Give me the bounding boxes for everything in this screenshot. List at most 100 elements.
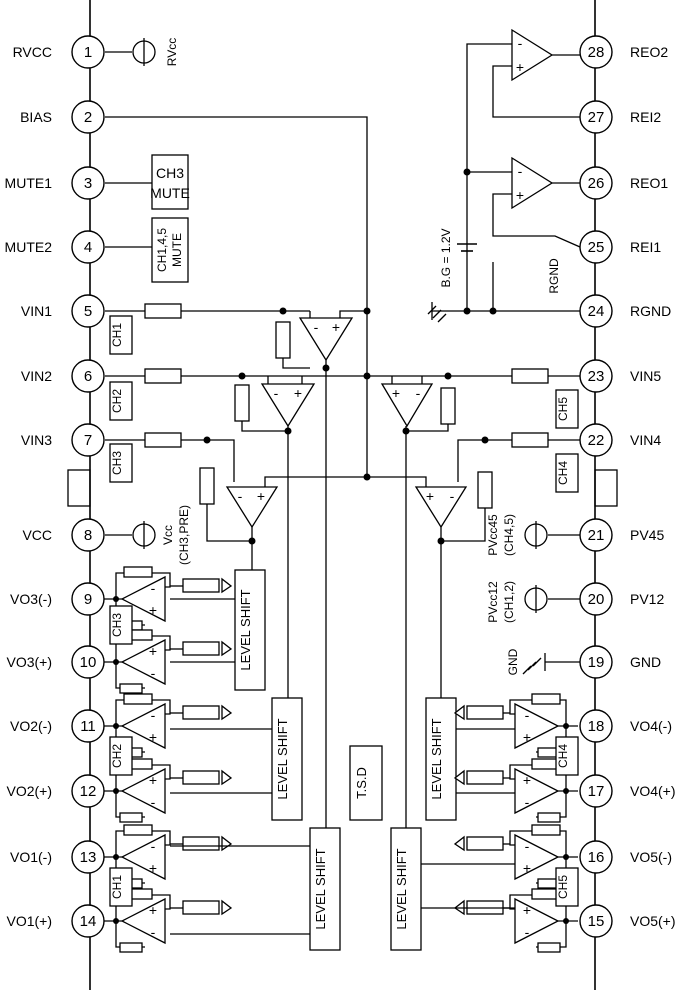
svg-text:-: - [518,35,523,51]
pin-number: 18 [588,718,605,735]
pin-circle [579,840,613,874]
svg-text:+: + [516,187,524,203]
output-amp: -+ [453,824,578,889]
ch5-preamp [380,383,434,428]
pin-number: 20 [588,591,605,608]
pin-label: REI2 [630,109,661,125]
level-shift-ch2: LEVEL SHIFT [271,697,303,821]
ch5-tag-vin: CH5 [556,397,570,421]
output-amp: +- [104,629,233,694]
level-shift-ch3: LEVEL SHIFT [234,569,266,691]
pin-number: 5 [84,303,92,320]
svg-text:-: - [151,580,156,596]
svg-text:-: - [525,794,530,810]
svg-text:-: - [518,163,523,179]
svg-text:+: + [149,860,157,876]
svg-text:LEVEL SHIFT: LEVEL SHIFT [394,848,409,929]
vcc-label: Vcc [161,525,175,545]
svg-text:LEVEL SHIFT: LEVEL SHIFT [238,589,253,670]
output-amps-right: -++--++- [453,693,578,953]
ch3-mute-line2: MUTE [150,185,190,201]
pin-label: REO1 [630,175,668,191]
gnd-ground-symbol: GND [506,648,580,675]
pin-circle [579,35,613,69]
reg-opamp-2 [511,28,554,82]
ch145-mute-line2: MUTE [170,233,184,267]
svg-text:+: + [523,772,531,788]
pin-number: 28 [588,44,605,61]
svg-text:-: - [151,665,156,681]
pin-label: REI1 [630,239,661,255]
pin-number: 21 [588,527,605,544]
pin-label: VIN3 [21,432,52,448]
pin-label: MUTE2 [5,239,53,255]
pin-circle [579,904,613,938]
vcc-power-symbol: Vcc (CH3,PRE) [105,505,191,565]
svg-text:-: - [525,924,530,940]
pin-circle [579,709,613,743]
svg-text:-: - [525,707,530,723]
ch5-tag-out: CH5 [556,875,570,899]
pin-circle [71,100,105,134]
output-amp: +- [104,888,233,953]
pin-label: GND [630,654,661,670]
svg-text:-: - [151,794,156,810]
pin-18: 18 VO4(-) [579,709,672,743]
svg-text:+: + [149,902,157,918]
pin-circle [71,294,105,328]
package-notch-right [594,469,618,507]
svg-text:T.S.D: T.S.D [354,767,369,799]
svg-text:+: + [523,860,531,876]
pin-label: BIAS [20,109,52,125]
pin-number: 23 [588,368,605,385]
pin-number: 16 [588,849,605,866]
svg-text:+: + [332,319,340,335]
pvcc12-power-symbol: PVcc12 (CH1,2) [486,581,580,623]
pin-label: VO5(+) [630,913,676,929]
ch3-preamp [225,486,279,529]
pin-19: 19 GND [579,645,661,679]
svg-text:+: + [149,729,157,745]
pin-number: 19 [588,654,605,671]
svg-text:-: - [525,838,530,854]
pin-label: VIN2 [21,368,52,384]
pin-number: 13 [80,849,97,866]
pin-number: 4 [84,239,92,256]
ch3-tag-out: CH3 [110,613,124,637]
ch2-tag-out: CH2 [110,744,124,768]
pin-label: VO4(-) [630,718,672,734]
svg-text:-: - [238,488,243,504]
pin-number: 8 [84,527,92,544]
ch1-tag-out: CH1 [110,875,124,899]
svg-text:+: + [392,385,400,401]
svg-text:-: - [151,924,156,940]
pvcc45-label: PVcc45 [486,514,500,556]
output-amp: +- [453,758,578,823]
reg-opamp-1 [511,156,554,210]
level-shift-ch1: LEVEL SHIFT [309,827,341,951]
pin-label: VIN5 [630,368,661,384]
package-notch-left [67,469,91,507]
pin-circle [71,230,105,264]
pin-number: 25 [588,239,605,256]
pin-label: VO2(-) [10,718,52,734]
pin-circle [71,518,105,552]
svg-text:-: - [151,838,156,854]
rvcc-label: RVcc [165,38,179,66]
pin-number: 17 [588,783,605,800]
pin-number: 15 [588,913,605,930]
pvcc12-sub-label: (CH1,2) [502,581,516,623]
ch3-mute-block [151,154,189,210]
pin-25: 25 REI1 [579,230,661,264]
